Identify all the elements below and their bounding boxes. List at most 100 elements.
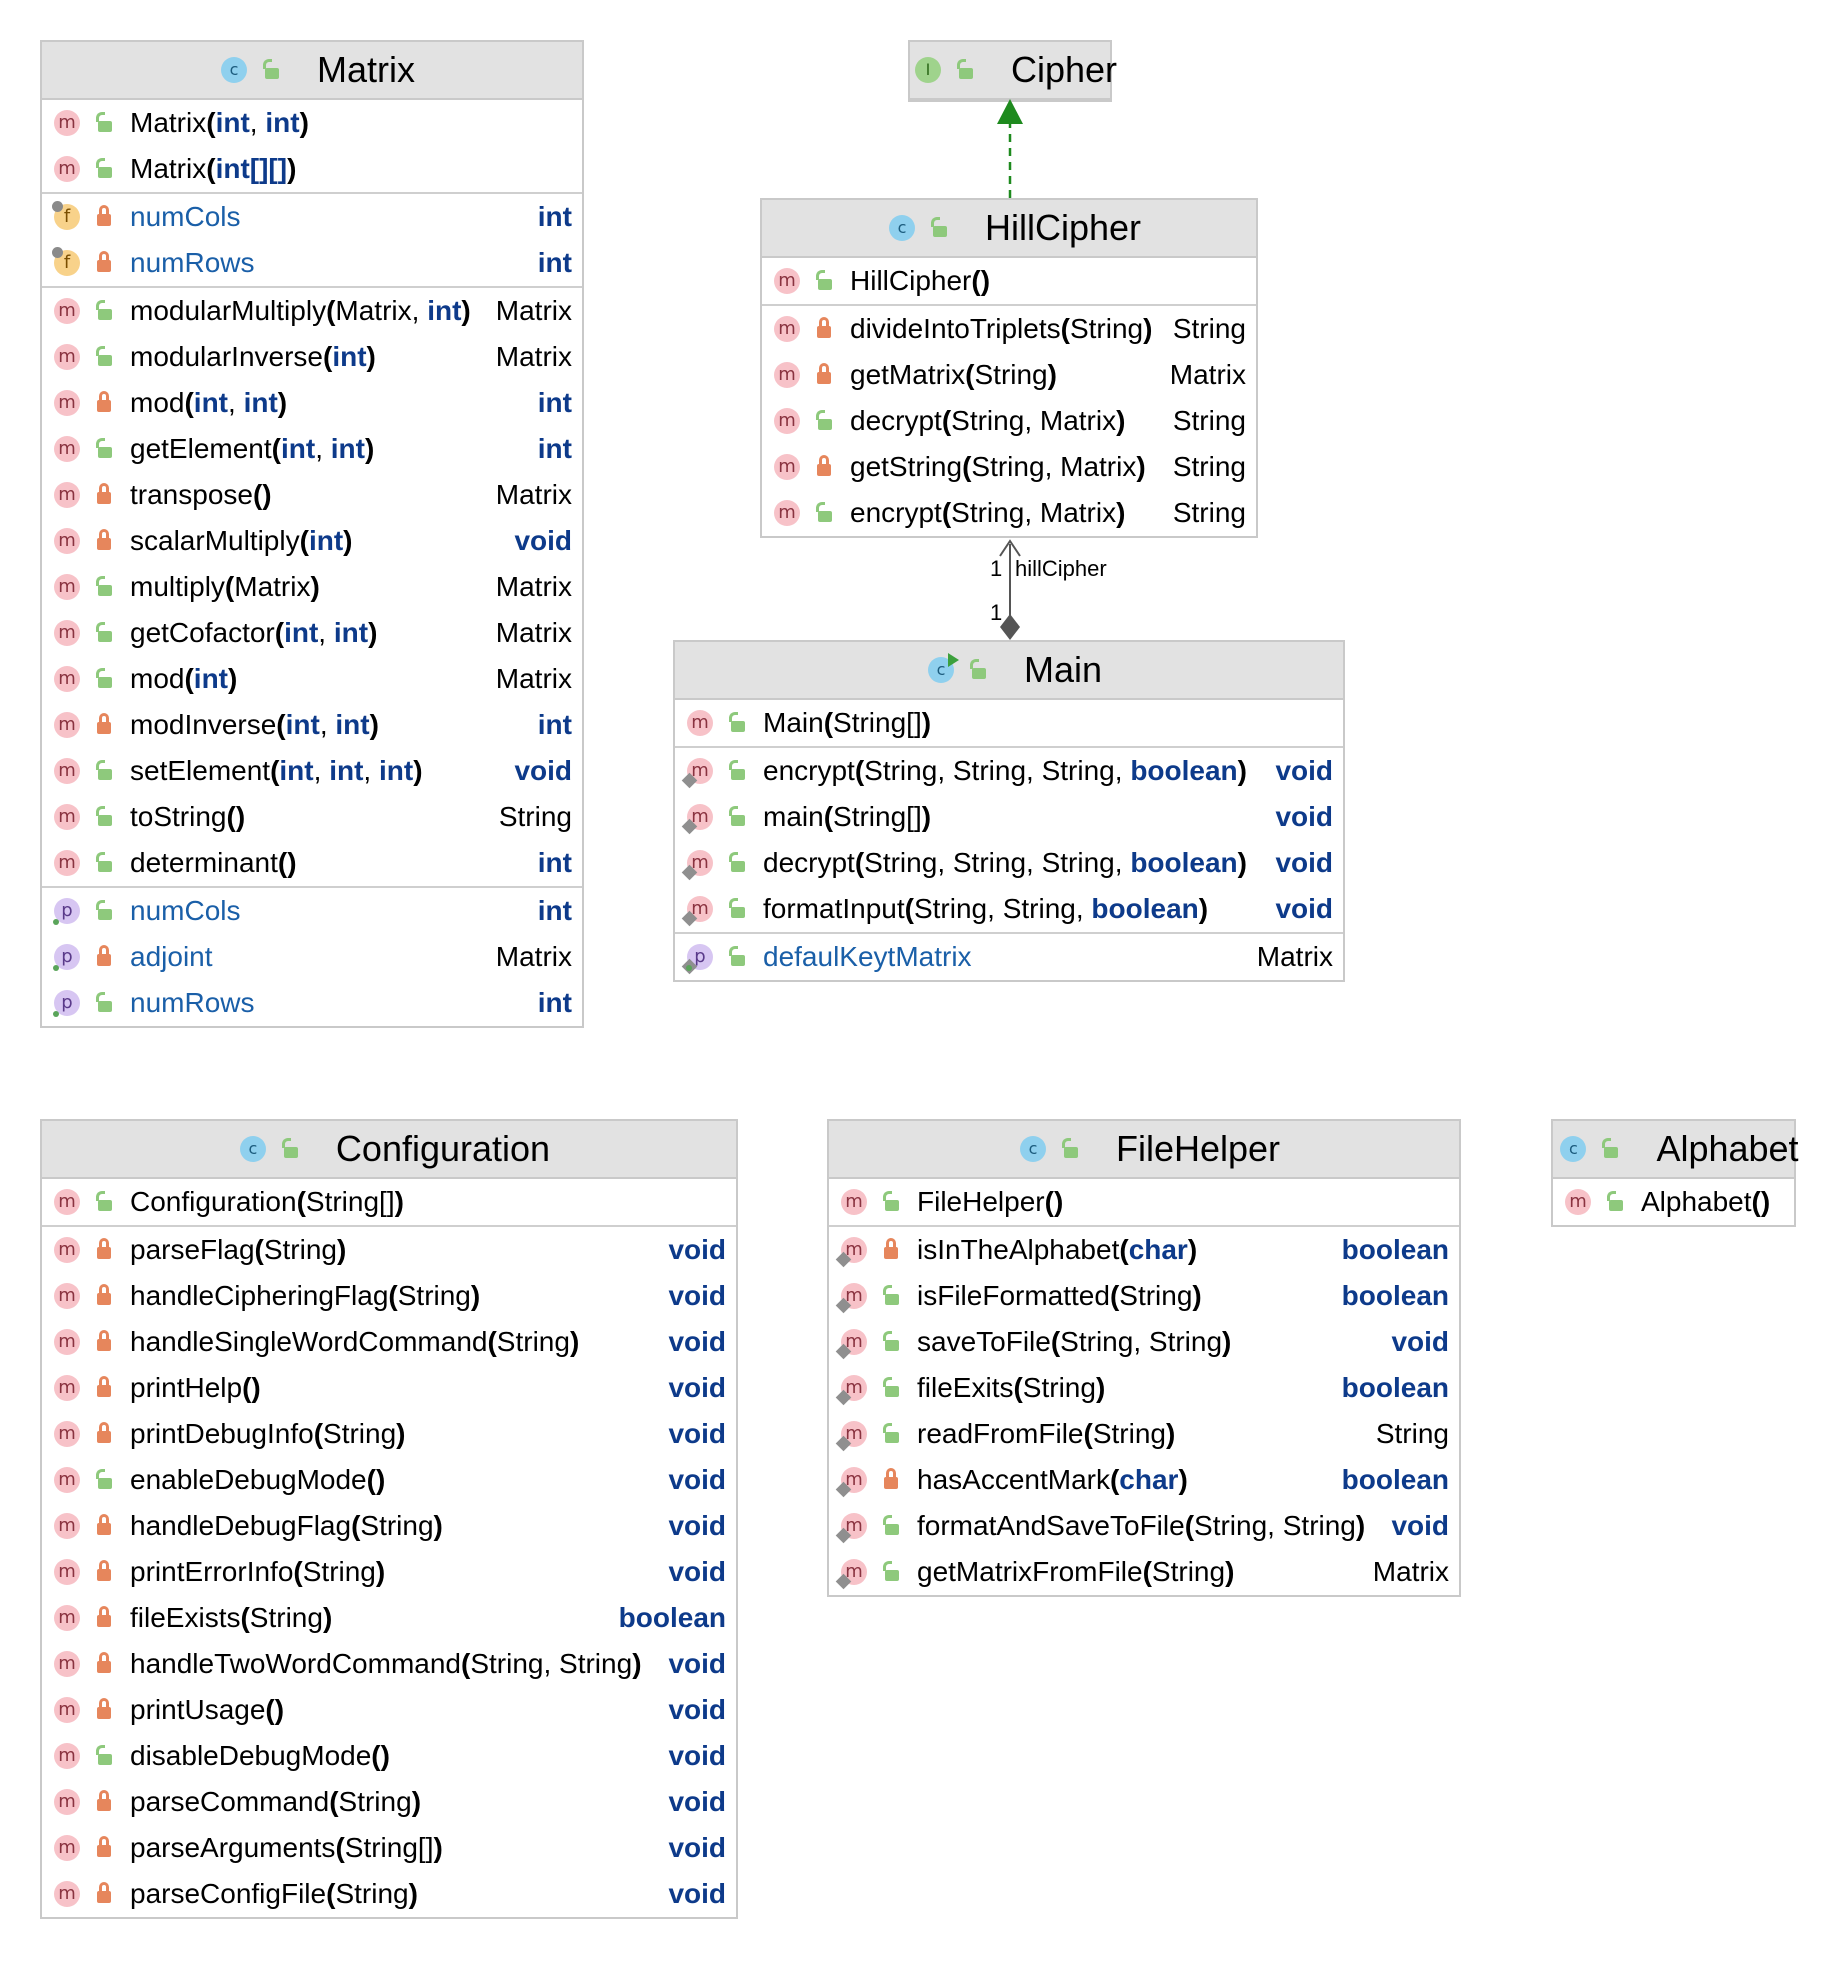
public-unlock-icon xyxy=(94,618,114,648)
param-separator: , xyxy=(1114,755,1131,786)
paren: ) xyxy=(1116,497,1126,528)
private-lock-icon xyxy=(94,248,114,278)
public-unlock-icon xyxy=(94,1465,114,1495)
member-name: parseConfigFile xyxy=(130,1878,327,1909)
paren: ( xyxy=(1109,1464,1120,1495)
member-signature: numCols xyxy=(130,895,526,927)
member-signature: disableDebugMode() xyxy=(130,1740,656,1772)
member-name: divideIntoTriplets xyxy=(850,313,1061,344)
paren: ( xyxy=(265,1694,275,1725)
member-name: getCofactor xyxy=(130,617,275,648)
public-unlock-icon xyxy=(881,1557,901,1587)
param-type: int xyxy=(243,387,278,418)
private-lock-icon xyxy=(94,1511,114,1541)
paren: ( xyxy=(184,663,194,694)
paren: ) xyxy=(310,571,320,602)
param-type: int xyxy=(279,755,314,786)
public-unlock-icon xyxy=(955,55,975,85)
method-icon: m xyxy=(681,894,715,927)
paren: ( xyxy=(206,153,216,184)
member-signature: Main(String[]) xyxy=(763,707,1333,739)
paren: ) xyxy=(433,1510,443,1541)
paren: ( xyxy=(366,1464,376,1495)
paren: ) xyxy=(369,709,379,740)
member-signature: modInverse(int, int) xyxy=(130,709,526,741)
method-icon: m xyxy=(772,314,802,344)
paren: ( xyxy=(242,1372,252,1403)
property-icon: p xyxy=(52,988,82,1018)
private-lock-icon xyxy=(94,526,114,556)
public-unlock-icon xyxy=(881,1419,901,1449)
property-pin-icon xyxy=(686,965,692,971)
method-icon: m xyxy=(52,1557,82,1587)
param-type: String xyxy=(360,1510,434,1541)
